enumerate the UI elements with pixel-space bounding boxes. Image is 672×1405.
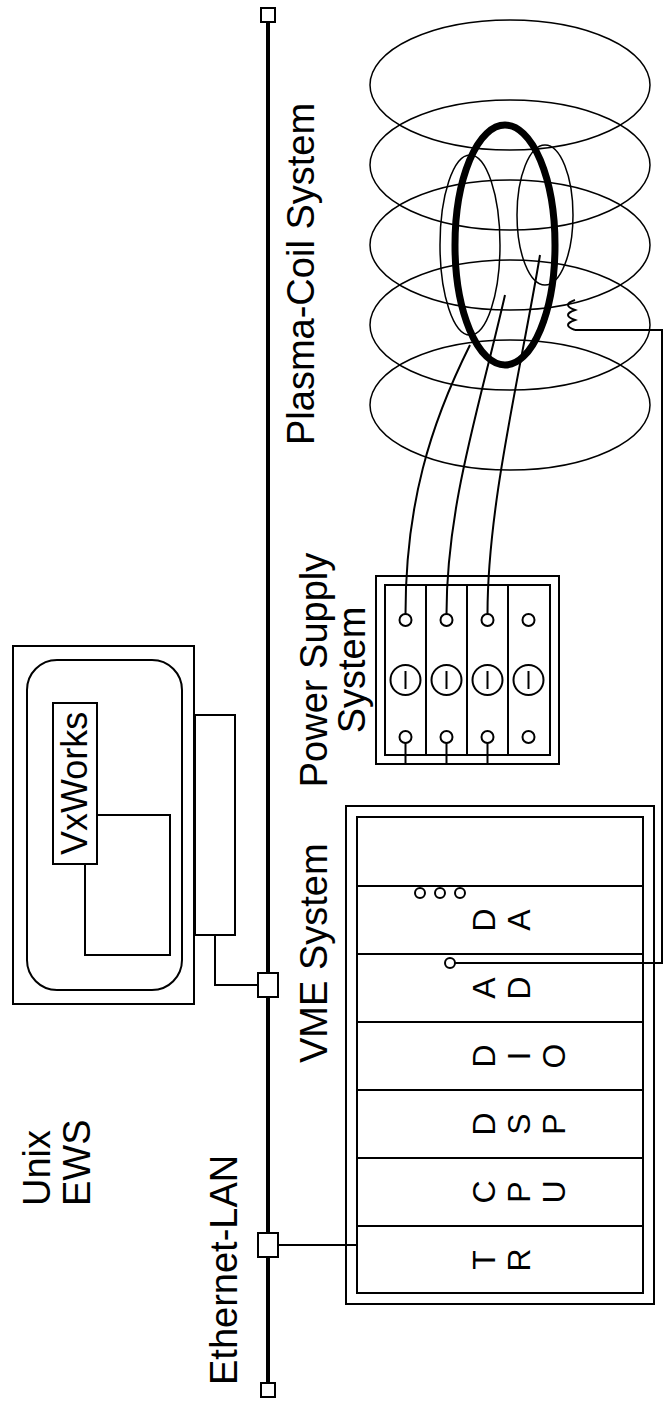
card-label: D S P xyxy=(467,1108,573,1140)
system-heading: Power Supply System xyxy=(295,535,371,805)
coil xyxy=(370,340,650,470)
power-supply-rack: Power Supply System xyxy=(375,575,560,765)
card-label: C P U xyxy=(467,1176,573,1208)
workstation-monitor: Unix EWSVxWorks xyxy=(12,645,195,1005)
network-label: Ethernet-LAN xyxy=(205,1155,245,1385)
terminal xyxy=(523,614,535,626)
meter xyxy=(432,665,462,695)
vme-rack-inner xyxy=(357,817,643,1293)
meter-bar xyxy=(405,671,407,689)
terminal xyxy=(400,731,412,743)
system-heading: Unix EWS xyxy=(18,1073,98,1206)
connector-jack xyxy=(435,888,445,898)
vme-card: C P U xyxy=(357,1157,643,1225)
system-label: Plasma-Coil System xyxy=(282,103,322,445)
lan-tap xyxy=(258,973,278,997)
box-label: VxWorks xyxy=(56,712,94,855)
wire-stub xyxy=(406,743,488,765)
meter xyxy=(391,665,421,695)
coil xyxy=(370,100,650,230)
supply-unit xyxy=(514,614,544,743)
coil xyxy=(370,20,650,150)
terminal xyxy=(441,614,453,626)
coil xyxy=(370,260,650,390)
system-heading: VME System xyxy=(295,843,335,1063)
connector-jack xyxy=(415,888,425,898)
sensor-coil xyxy=(568,300,575,330)
monitor-screen xyxy=(27,660,182,990)
lan-terminator xyxy=(261,1383,275,1397)
vme-card: T R xyxy=(357,1225,643,1293)
terminal xyxy=(482,731,494,743)
terminal xyxy=(523,731,535,743)
meter-bar xyxy=(487,671,489,689)
monitor-base xyxy=(195,715,235,935)
toroidal-coils xyxy=(370,20,650,470)
vme-crate: VME SystemT RC P UD S PD I OA DD A xyxy=(345,805,655,1305)
vme-card: D S P xyxy=(357,1089,643,1157)
os-box: VxWorks xyxy=(52,702,98,865)
supply-unit xyxy=(391,614,421,743)
lan-cable xyxy=(266,22,270,1383)
terminal xyxy=(400,614,412,626)
meter-bar xyxy=(446,671,448,689)
poloidal-coil xyxy=(440,155,500,335)
supply-divider xyxy=(466,585,468,755)
plasma-ring xyxy=(455,125,555,365)
card-label: D I O xyxy=(467,1040,573,1072)
card-label: A D xyxy=(467,972,537,1004)
meter xyxy=(514,665,544,695)
coil xyxy=(370,180,650,310)
supply-unit xyxy=(432,614,462,743)
supply-rack-inner xyxy=(385,585,550,755)
terminal xyxy=(441,731,453,743)
lan-drop-wire xyxy=(215,935,258,985)
supply-divider xyxy=(425,585,427,755)
supply-unit xyxy=(473,614,503,743)
vme-card: D A xyxy=(357,885,643,953)
supply-divider xyxy=(507,585,509,755)
card-label: D A xyxy=(467,904,537,936)
card-label: T R xyxy=(467,1244,537,1276)
vme-card: A D xyxy=(357,953,643,1021)
vme-card: D I O xyxy=(357,1021,643,1089)
terminal xyxy=(482,614,494,626)
lan-tap xyxy=(258,1233,278,1257)
connector-jack xyxy=(455,888,465,898)
meter xyxy=(473,665,503,695)
connector-jack xyxy=(445,958,455,968)
lan-terminator xyxy=(261,8,275,22)
meter-bar xyxy=(528,671,530,689)
